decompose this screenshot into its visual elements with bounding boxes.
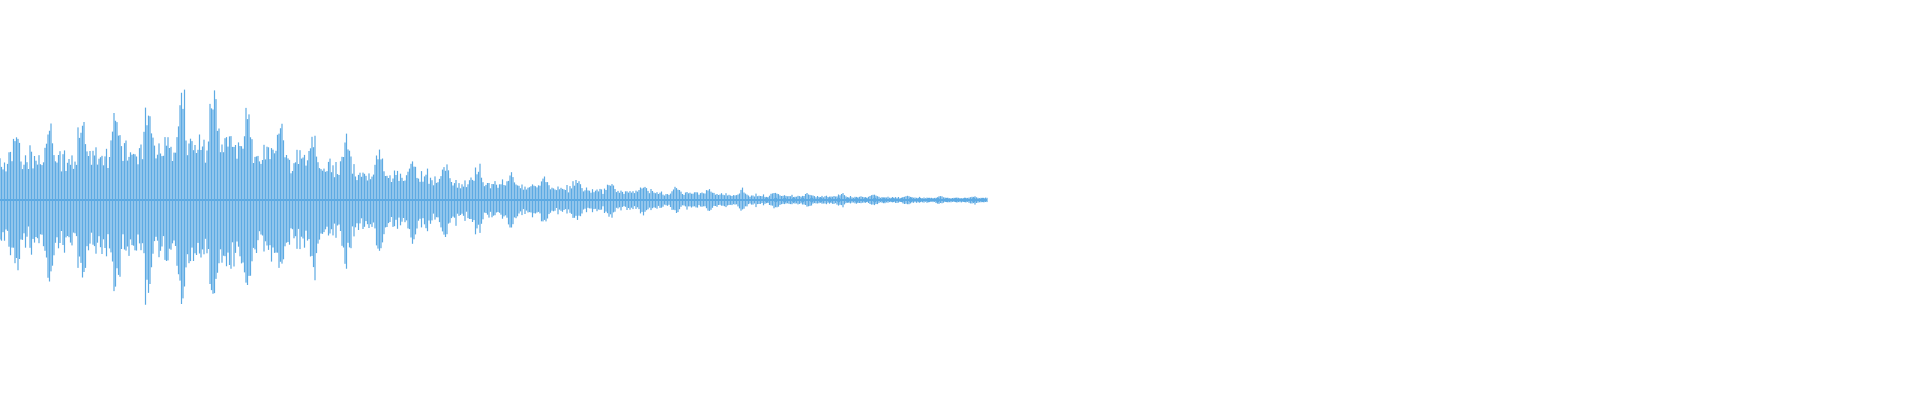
waveform-tail-dot [773, 197, 779, 203]
waveform-tail-dot [872, 197, 878, 203]
waveform-tail-dot [980, 197, 986, 203]
waveform-tail-dot [800, 197, 806, 203]
waveform-tail-dot [854, 197, 860, 203]
waveform-tail-dot [782, 197, 788, 203]
waveform-tail-dot [953, 197, 959, 203]
waveform-tail-dot [890, 197, 896, 203]
waveform-tail-dot [908, 197, 914, 203]
waveform-tail-dot [962, 197, 968, 203]
waveform-tail-dot [926, 197, 932, 203]
waveform-tail-dot [863, 197, 869, 203]
waveform-bars [0, 89, 988, 305]
waveform-tail-dot [935, 197, 941, 203]
waveform-tail-dot [791, 197, 797, 203]
waveform-tail-dot [881, 197, 887, 203]
waveform-tail-dot [836, 197, 842, 203]
waveform-tail-dot [944, 197, 950, 203]
waveform-tail-dot [899, 197, 905, 203]
waveform-tail-dot [917, 197, 923, 203]
waveform-tail-dot [971, 197, 977, 203]
waveform-tail-dot [809, 197, 815, 203]
waveform-tail-dot [818, 197, 824, 203]
waveform-tail-dot [845, 197, 851, 203]
waveform-tail-dot [827, 197, 833, 203]
waveform-tail-dot [764, 197, 770, 203]
